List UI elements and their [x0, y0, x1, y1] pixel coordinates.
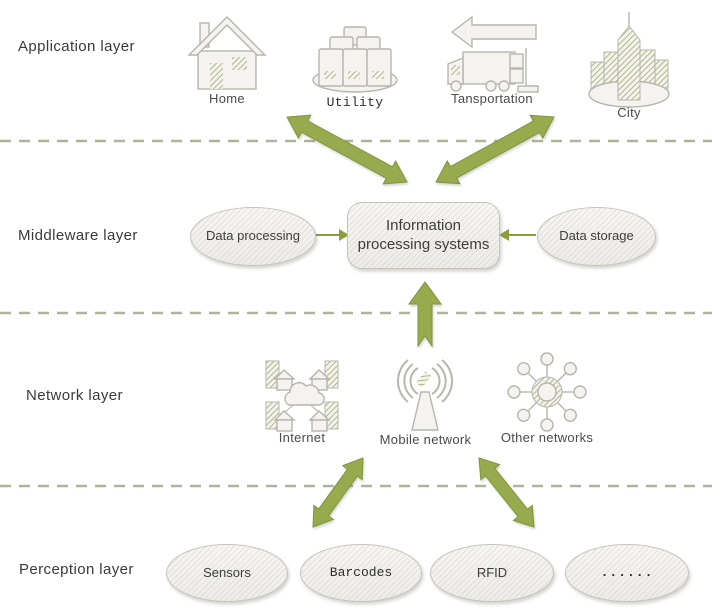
node-rfid: RFID: [430, 544, 554, 602]
mobile-network-icon: [396, 359, 454, 431]
node-information-processing-systems: Information processing systems: [347, 202, 500, 269]
other-networks-label: Other networks: [500, 430, 594, 445]
perception-layer-label: Perception layer: [19, 561, 134, 578]
sensors-label: Sensors: [203, 564, 251, 580]
info-box-line1: Information: [385, 216, 462, 234]
info-box-line2: processing systems: [357, 235, 490, 253]
internet-icon: [265, 360, 339, 432]
home-label: Home: [209, 91, 245, 106]
connector-data-storage-head: [499, 229, 509, 241]
network-layer-label: Network layer: [26, 387, 123, 404]
arrow-middleware-application-left: [286, 114, 408, 185]
data-storage-label: Data storage: [559, 228, 634, 244]
arrow-middleware-application-right: [435, 114, 555, 185]
arrow-perception-network-left: [312, 457, 364, 528]
rfid-label: RFID: [476, 564, 508, 580]
transportation-icon: [447, 15, 539, 93]
other-networks-icon: [507, 352, 587, 432]
internet-label: Internet: [278, 430, 326, 445]
node-sensors: Sensors: [166, 544, 288, 602]
node-more: ......: [565, 544, 689, 602]
node-data-storage: Data storage: [537, 207, 656, 266]
node-data-processing: Data processing: [190, 207, 316, 266]
barcodes-label: Barcodes: [329, 564, 393, 580]
application-layer-label: Application layer: [18, 38, 135, 55]
city-label: City: [617, 105, 641, 120]
home-icon: [187, 16, 267, 90]
arrow-network-middleware-up: [408, 281, 442, 348]
node-barcodes: Barcodes: [300, 544, 422, 602]
arrow-perception-network-right: [478, 457, 535, 528]
utility-label: Utility: [326, 95, 384, 110]
middleware-layer-label: Middleware layer: [18, 227, 138, 244]
data-processing-label: Data processing: [206, 228, 300, 244]
city-icon: [588, 12, 670, 108]
more-label: ......: [600, 564, 654, 580]
utility-icon: [312, 26, 398, 93]
transportation-label: Tansportation: [451, 91, 533, 106]
mobile-network-label: Mobile network: [379, 432, 472, 447]
